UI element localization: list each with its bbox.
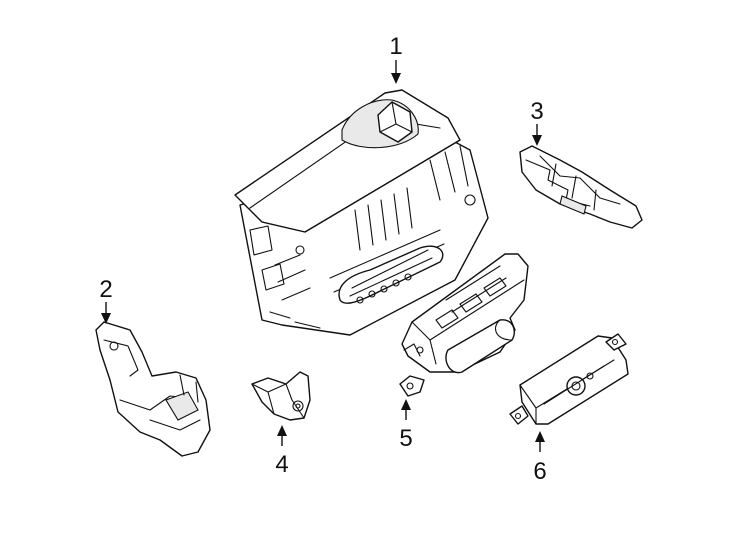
callout-2: 2: [99, 276, 112, 303]
part-2-bracket[interactable]: [95, 321, 211, 457]
callout-3: 3: [530, 98, 543, 125]
callout-leaders: [101, 60, 545, 452]
part-3-shield[interactable]: [519, 145, 643, 229]
arrowhead-4: [277, 425, 287, 436]
callout-1: 1: [389, 33, 402, 60]
arrowhead-2: [101, 313, 111, 324]
callout-labels: 1 2 3 4 5 6: [99, 33, 546, 485]
arrowhead-3: [532, 135, 542, 146]
callout-5: 5: [399, 425, 412, 452]
part-5-module[interactable]: [399, 253, 529, 397]
callout-4: 4: [275, 451, 288, 478]
part-1-inverter-assembly[interactable]: [234, 89, 489, 336]
arrowhead-1: [391, 73, 401, 84]
arrowhead-6: [535, 431, 545, 442]
part-6-control-module[interactable]: [509, 333, 629, 425]
callout-6: 6: [533, 458, 546, 485]
arrowhead-5: [401, 399, 411, 410]
part-4-small-bracket[interactable]: [251, 371, 311, 421]
